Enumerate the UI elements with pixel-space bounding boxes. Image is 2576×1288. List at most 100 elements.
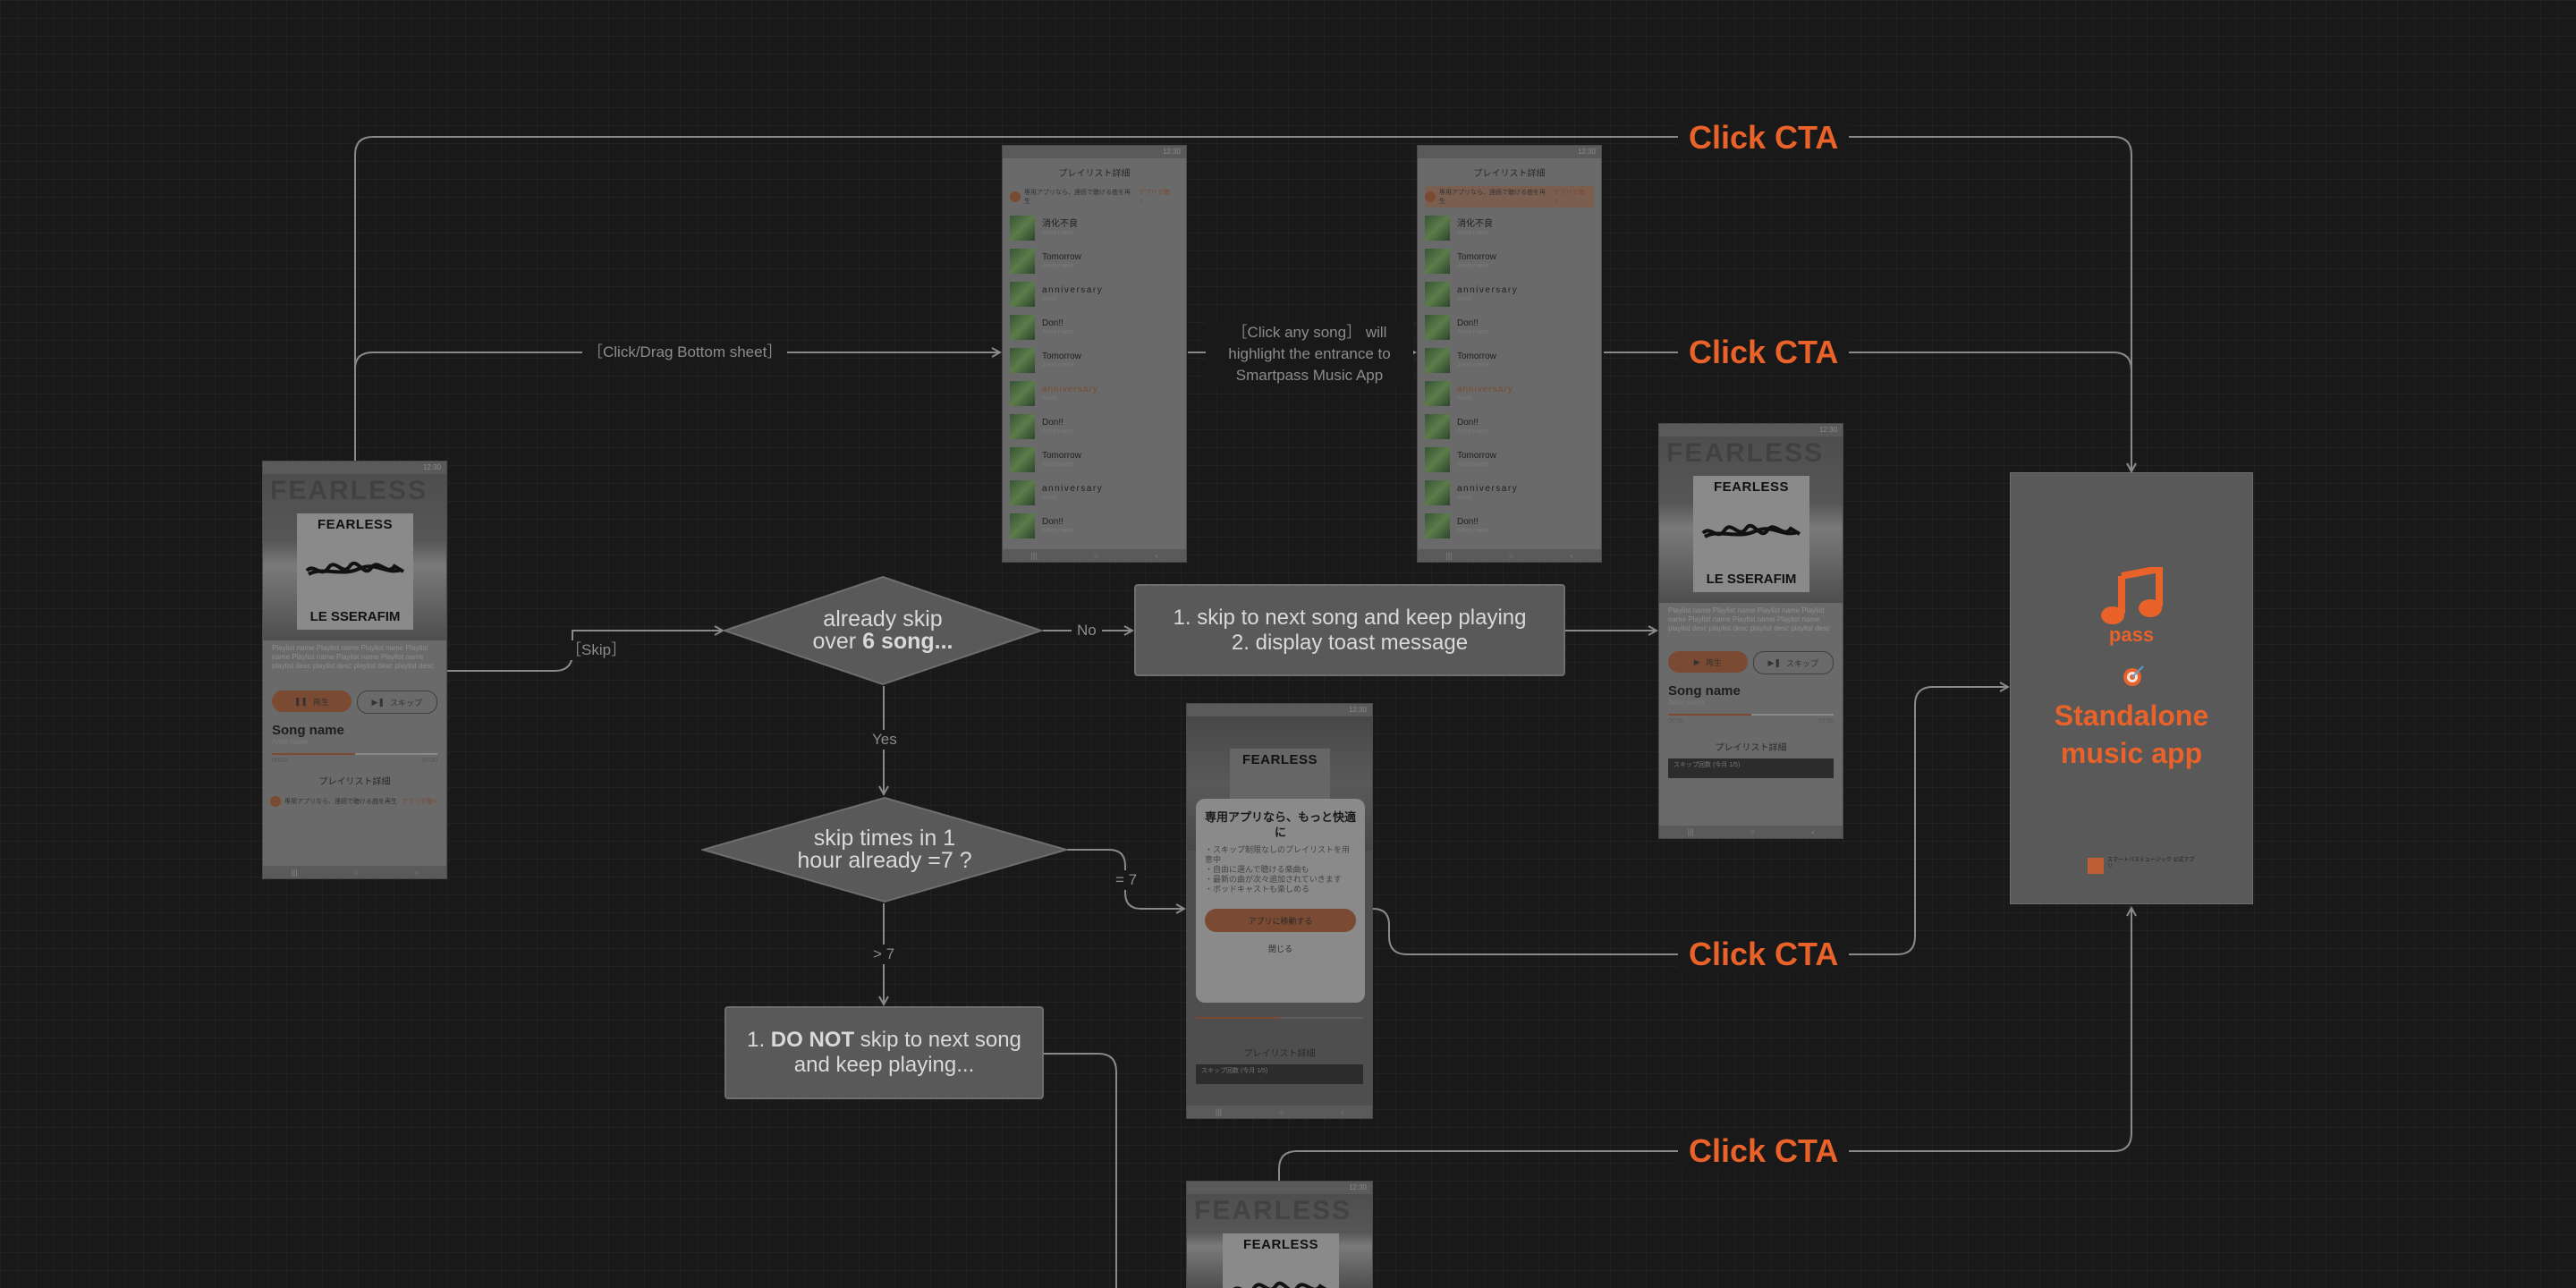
track-title: anniversary xyxy=(1042,484,1103,495)
progress-bar[interactable] xyxy=(1668,714,1834,716)
track-subtitle: Artist name xyxy=(1457,329,1488,335)
track-thumbnail xyxy=(1425,381,1450,406)
track-thumbnail xyxy=(1425,216,1450,241)
modal-close-button[interactable]: 閉じる xyxy=(1205,943,1356,954)
playlist-banner[interactable]: 専用アプリなら、連続で聴ける曲を再生 アプリで聴く xyxy=(1010,186,1179,208)
player-controls: ▶ 再生 ▶❚ スキップ xyxy=(1659,644,1843,678)
playlist-header: プレイリスト詳細 xyxy=(1418,158,1601,182)
progress-bar[interactable] xyxy=(272,753,437,755)
nav-back-icon[interactable]: ‹ xyxy=(1155,551,1157,560)
status-bar: 12:30 xyxy=(1187,704,1372,716)
nav-menu-icon[interactable]: ||| xyxy=(1031,551,1038,560)
click-cta-label-modal: Click CTA xyxy=(1678,936,1849,972)
nav-back-icon[interactable]: ‹ xyxy=(1341,1107,1343,1116)
standalone-title-line-1: Standalone xyxy=(2011,697,2252,734)
decision-1-line-1: already skip xyxy=(823,608,942,631)
nav-menu-icon[interactable]: ||| xyxy=(1446,551,1453,560)
track-title: 消化不良 xyxy=(1042,219,1078,230)
qr-code-icon xyxy=(2088,858,2104,874)
track-subtitle: Artist name xyxy=(1042,230,1078,236)
track-row[interactable]: Don!!Artist name xyxy=(1418,410,1601,443)
track-row[interactable]: Don!!Artist name xyxy=(1003,310,1186,343)
click-cta-label-playlist: Click CTA xyxy=(1678,335,1849,370)
pause-button[interactable]: ❚❚ 再生 xyxy=(272,691,352,712)
toast-message: スキップ回数 (今月 1/5) xyxy=(1196,1064,1363,1084)
app-icon xyxy=(1425,191,1436,202)
track-subtitle: Artist name xyxy=(1457,230,1493,236)
nav-home-icon[interactable]: ○ xyxy=(1750,827,1755,836)
nav-home-icon[interactable]: ○ xyxy=(354,868,359,877)
song-name: Song name xyxy=(1659,678,1843,699)
app-promo-modal: 専用アプリなら、もっと快適に ・スキップ制限なしのプレイリストを用意中 ・自由に… xyxy=(1196,799,1365,1003)
click-cta-label-top: Click CTA xyxy=(1678,120,1849,156)
nav-home-icon[interactable]: ○ xyxy=(1509,551,1513,560)
progress-fill xyxy=(1668,714,1751,716)
nav-back-icon[interactable]: ‹ xyxy=(1570,551,1572,560)
player-hero: FEARLESS FEARLESS LE SSERAFIM xyxy=(1659,436,1843,603)
progress-bar[interactable] xyxy=(1196,1017,1363,1019)
nav-back-icon[interactable]: ‹ xyxy=(415,868,418,877)
standalone-footer: スマートパスミュージック 公式アプリ xyxy=(2088,858,2197,874)
track-thumbnail xyxy=(1010,513,1035,538)
track-thumbnail xyxy=(1425,315,1450,340)
standalone-music-app[interactable]: pass Standalone music app スマートパスミュージック 公… xyxy=(2010,472,2253,904)
track-row[interactable]: Don!!Artist name xyxy=(1418,509,1601,542)
track-subtitle: Artist xyxy=(1042,296,1103,302)
track-row[interactable]: Don!!Artist name xyxy=(1003,410,1186,443)
track-text: Don!!Artist name xyxy=(1042,517,1073,534)
target-icon xyxy=(2122,665,2145,692)
nav-home-icon[interactable]: ○ xyxy=(1279,1107,1284,1116)
play-button[interactable]: ▶ 再生 xyxy=(1668,651,1748,673)
decision-1-line-2: over 6 song... xyxy=(813,631,953,653)
nav-home-icon[interactable]: ○ xyxy=(1094,551,1098,560)
nav-menu-icon[interactable]: ||| xyxy=(1688,827,1694,836)
nav-bar: ||| ○ ‹ xyxy=(1418,549,1601,562)
track-row[interactable]: Don!!Artist name xyxy=(1003,509,1186,542)
bottom-sheet-title[interactable]: プレイリスト詳細 xyxy=(1659,727,1843,753)
modal-cta-button[interactable]: アプリに移動する xyxy=(1205,909,1356,932)
decision-skip-times: skip times in 1 hour already =7 ? xyxy=(701,796,1068,903)
time-end: 00:00 xyxy=(1818,718,1834,724)
skip-button[interactable]: ▶❚ スキップ xyxy=(1753,651,1835,674)
nav-menu-icon[interactable]: ||| xyxy=(1216,1107,1222,1116)
skip-button[interactable]: ▶❚ スキップ xyxy=(357,691,438,714)
nav-back-icon[interactable]: ‹ xyxy=(1811,827,1814,836)
edge-label-skip: ［Skip］ xyxy=(561,640,631,660)
process-skip-next-song: 1. skip to next song and keep playing 2.… xyxy=(1134,584,1565,676)
track-subtitle: Artist name xyxy=(1457,528,1488,534)
playlist-banner-highlighted[interactable]: 専用アプリなら、連続で聴ける曲を再生 アプリで聴く xyxy=(1425,186,1594,208)
album-band: FEARLESS xyxy=(1714,479,1789,495)
nav-menu-icon[interactable]: ||| xyxy=(292,868,298,877)
promo-link[interactable]: アプリで聴く xyxy=(402,797,439,806)
edge-label-click-any-song: ［Click any song］ will highlight the entr… xyxy=(1206,322,1413,386)
screen-playlist-highlighted: 12:30 プレイリスト詳細 専用アプリなら、連続で聴ける曲を再生 アプリで聴く… xyxy=(1417,145,1602,563)
track-title: Don!! xyxy=(1457,418,1488,428)
banner-link[interactable]: アプリで聴く xyxy=(1554,188,1590,206)
promo-banner[interactable]: 専用アプリなら、連続で聴ける曲を再生 アプリで聴く xyxy=(270,791,439,812)
bottom-sheet-title[interactable]: プレイリスト詳細 xyxy=(1187,1019,1372,1059)
decision-2-line-1: skip times in 1 xyxy=(814,827,955,850)
track-row[interactable]: Don!!Artist name xyxy=(1418,310,1601,343)
track-subtitle: Artist name xyxy=(1042,462,1081,468)
album-artist: LE SSERAFIM xyxy=(310,609,401,624)
bottom-sheet-title[interactable]: プレイリスト詳細 xyxy=(263,767,446,787)
skip-label: スキップ xyxy=(390,697,422,708)
track-title: anniversary xyxy=(1457,484,1518,495)
banner-link[interactable]: アプリで聴く xyxy=(1139,188,1175,206)
